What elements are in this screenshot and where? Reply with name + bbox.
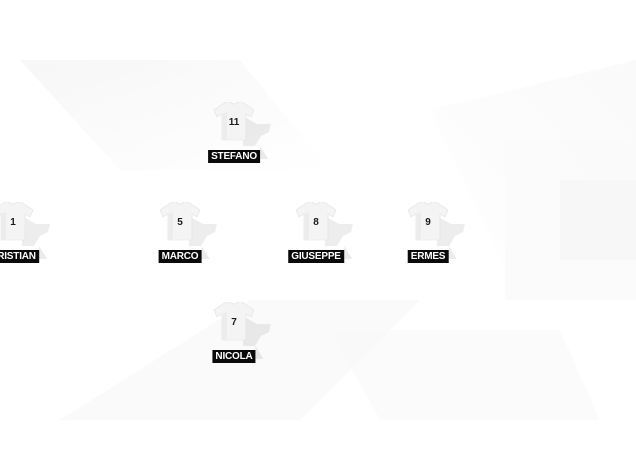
- player-marco[interactable]: 5 MARCO: [130, 202, 230, 266]
- name-tag-shadow: [448, 246, 457, 259]
- player-cristian[interactable]: 1 CRISTIAN: [0, 202, 63, 266]
- player-shirt: 7: [213, 302, 283, 348]
- player-name: STEFANO: [208, 150, 260, 163]
- name-tag-shadow: [259, 146, 268, 159]
- name-tag-shadow: [201, 246, 210, 259]
- player-shirt: 5: [159, 202, 229, 248]
- shirt-number: 5: [177, 217, 183, 228]
- player-ermes[interactable]: 9 ERMES: [378, 202, 478, 266]
- player-name-tag: MARCO: [158, 246, 210, 264]
- player-name: NICOLA: [212, 350, 256, 363]
- player-name-tag: GIUSEPPE: [288, 246, 352, 264]
- shirt-icon: [407, 202, 465, 246]
- player-name-tag: STEFANO: [208, 146, 268, 164]
- player-shirt: 9: [407, 202, 477, 248]
- player-shirt: 8: [295, 202, 365, 248]
- player-name: CRISTIAN: [0, 250, 39, 263]
- shirt-number: 11: [228, 117, 240, 128]
- player-name: ERMES: [407, 250, 449, 263]
- shirt-number: 1: [10, 217, 16, 228]
- shirt-icon: [159, 202, 217, 246]
- shirt-icon: [213, 102, 271, 146]
- player-name: MARCO: [158, 250, 202, 263]
- player-stefano[interactable]: 11 STEFANO: [184, 102, 284, 166]
- shirt-icon: [213, 302, 271, 346]
- name-tag-shadow: [255, 346, 264, 359]
- player-shirt: 1: [0, 202, 62, 248]
- shirt-icon: [0, 202, 50, 246]
- shirt-icon: [295, 202, 353, 246]
- shirt-number: 7: [231, 317, 237, 328]
- player-name-tag: ERMES: [407, 246, 457, 264]
- player-name: GIUSEPPE: [288, 250, 344, 263]
- player-name-tag: NICOLA: [212, 346, 264, 364]
- player-nicola[interactable]: 7 NICOLA: [184, 302, 284, 366]
- shirt-number: 9: [425, 217, 431, 228]
- shirt-number: 8: [313, 217, 319, 228]
- player-giuseppe[interactable]: 8 GIUSEPPE: [266, 202, 366, 266]
- player-name-tag: CRISTIAN: [0, 246, 47, 264]
- name-tag-shadow: [343, 246, 352, 259]
- player-shirt: 11: [213, 102, 283, 148]
- name-tag-shadow: [38, 246, 47, 259]
